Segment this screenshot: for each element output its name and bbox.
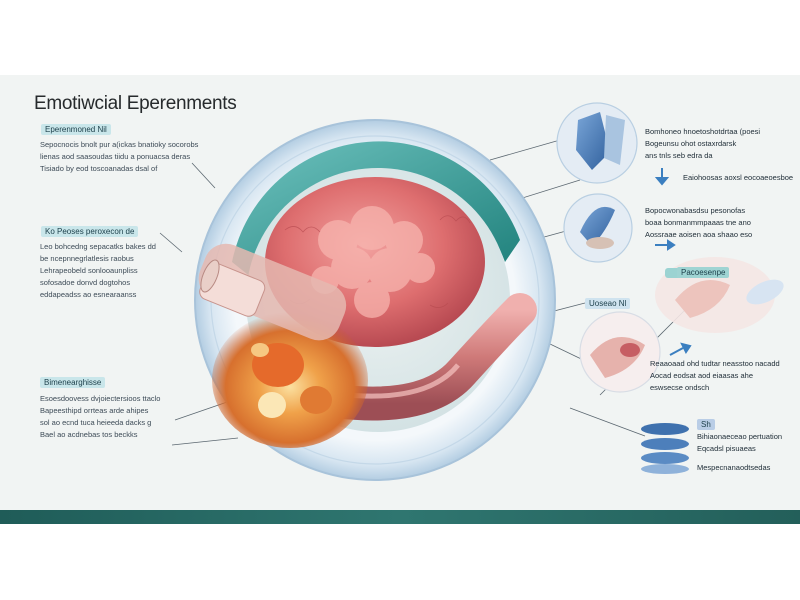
- label-text: Sepocnocis bnolt pur a(ickas bnatioky so…: [40, 140, 199, 149]
- label-text: eddapeadss ao esnearaanss: [40, 290, 137, 299]
- arrow-right-icon: [655, 239, 692, 356]
- label-text: sol ao ecnd tuca heieeda dacks g: [40, 418, 152, 427]
- diagram-title: Emotiwcial Eperenments: [34, 93, 237, 114]
- label-text: Eqcadsl pisuaeas: [697, 444, 756, 453]
- label-text: Bihiaonaeceao pertuation: [697, 432, 783, 441]
- label-tag-1: Eperenmoned Nil: [41, 124, 111, 135]
- label-text: Leo bohcedng sepacatks bakes dd: [40, 242, 156, 251]
- vignette-middle: [563, 193, 633, 263]
- label-text: eswsecse ondsch: [650, 383, 710, 392]
- label-text: ans tnls seb edra da: [645, 151, 713, 160]
- label-tag-2: Ko Peoses peroxecon de: [41, 226, 139, 237]
- label-text: Bapeesthipd orrteas arde ahipes: [40, 406, 149, 415]
- label-tag-3: Bimenearghisse: [40, 377, 106, 388]
- arrow-down-icon: [654, 168, 670, 186]
- label-text: Tisiado by eod toscoanadas dsal of: [40, 164, 158, 173]
- label-text: Bogeunsu ohot ostaxrdarsk: [645, 139, 737, 148]
- label-text: Reaaoaad ohd tudtar neasstoo nacadd: [650, 359, 780, 368]
- label-tag-lower: Uoseao Nl: [585, 298, 631, 309]
- label-tag-discs: Sh: [697, 419, 715, 430]
- label-text: sofosadoe donvd dogtohos: [40, 278, 131, 287]
- label-text: Mespecnanaodtsedas: [697, 463, 771, 472]
- label-text: Eaiohoosas aoxsl eocoaeoesboe: [683, 173, 794, 182]
- label-tag-organ: Pacoesenpe: [677, 267, 730, 278]
- discs-stack: [641, 423, 689, 474]
- label-text: boaa bonmanmmpaaas tne ano: [645, 218, 751, 227]
- footer-band: [0, 510, 800, 524]
- label-text: lienas aod saasoudas tiidu a ponuacsa de…: [40, 152, 191, 161]
- pipe-icon: [198, 243, 347, 341]
- label-text: Bomhoneo hnoetoshotdrtaa (poesi: [645, 127, 761, 136]
- label-text: Lehrapeobeld sonlooaunpliss: [40, 266, 138, 275]
- label-text: Bael ao acdnebas tos beckks: [40, 430, 138, 439]
- label-text: be ncepnnegrlatlesis raobus: [40, 254, 134, 263]
- vignette-lower: [579, 311, 661, 393]
- label-text: Bopocwonabasdsu pesonofas: [645, 206, 746, 215]
- label-text: Aocad eodsat aod eiaasas ahe: [650, 371, 753, 380]
- label-text: Esoesdoovess dvjoiectersioos ttaclo: [40, 394, 161, 403]
- label-text: Aossraae aoisen aoa shaao eso: [645, 230, 753, 239]
- teal-membrane: [232, 141, 520, 278]
- vignette-top: [556, 102, 638, 184]
